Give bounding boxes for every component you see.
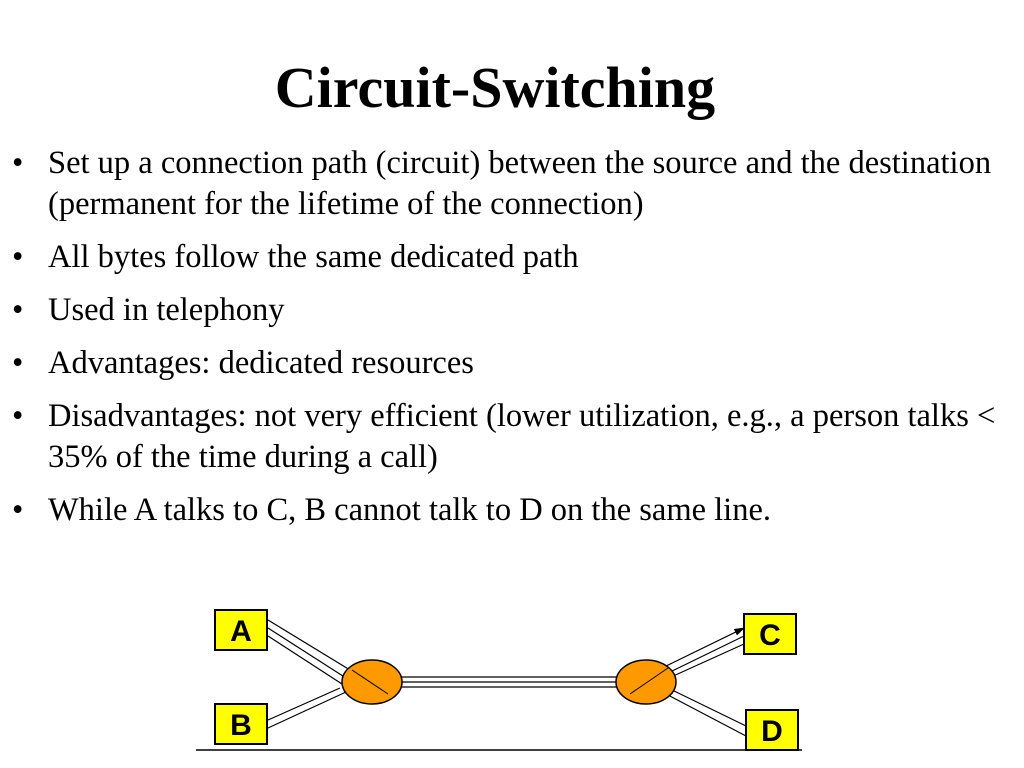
bullet-text: All bytes follow the same dedicated path [48,239,579,275]
bullet-item: • Used in telephony [10,290,1000,331]
node-b: B [214,703,268,745]
bullet-marker: • [12,145,24,181]
bullet-text: Advantages: dedicated resources [48,345,474,381]
bullet-marker: • [12,292,24,328]
bullet-item: • Set up a connection path (circuit) bet… [10,143,1000,225]
bullet-text: Used in telephony [48,292,285,328]
node-a-label: A [230,615,252,648]
switch-left-mark [351,669,389,695]
bullet-marker: • [12,345,24,381]
slide-title: Circuit-Switching [274,55,716,120]
switch-left [341,659,403,705]
node-d-label: D [761,715,783,748]
node-a: A [214,609,268,651]
node-d: D [745,709,799,751]
bullet-text: While A talks to C, B cannot talk to D o… [48,492,772,528]
bullet-text: Set up a connection path (circuit) betwe… [48,145,992,222]
bullet-item: • All bytes follow the same dedicated pa… [10,237,1000,278]
node-c: C [743,613,797,655]
bullet-marker: • [12,492,24,528]
bullet-item: • Disadvantages: not very efficient (low… [10,396,1000,478]
node-c-label: C [759,619,781,652]
bullet-item: • Advantages: dedicated resources [10,343,1000,384]
bullet-text: Disadvantages: not very efficient (lower… [48,398,996,475]
switch-right-mark [629,667,669,695]
links-right [659,627,747,737]
circuit-diagram: A B C D [196,609,802,751]
links-left [267,619,351,729]
trunk-line [390,676,622,688]
bullet-marker: • [12,398,24,434]
switch-right [615,659,677,705]
bullet-marker: • [12,239,24,275]
node-b-label: B [230,709,252,742]
bullet-list: • Set up a connection path (circuit) bet… [10,143,1000,543]
bullet-item: • While A talks to C, B cannot talk to D… [10,490,1000,531]
